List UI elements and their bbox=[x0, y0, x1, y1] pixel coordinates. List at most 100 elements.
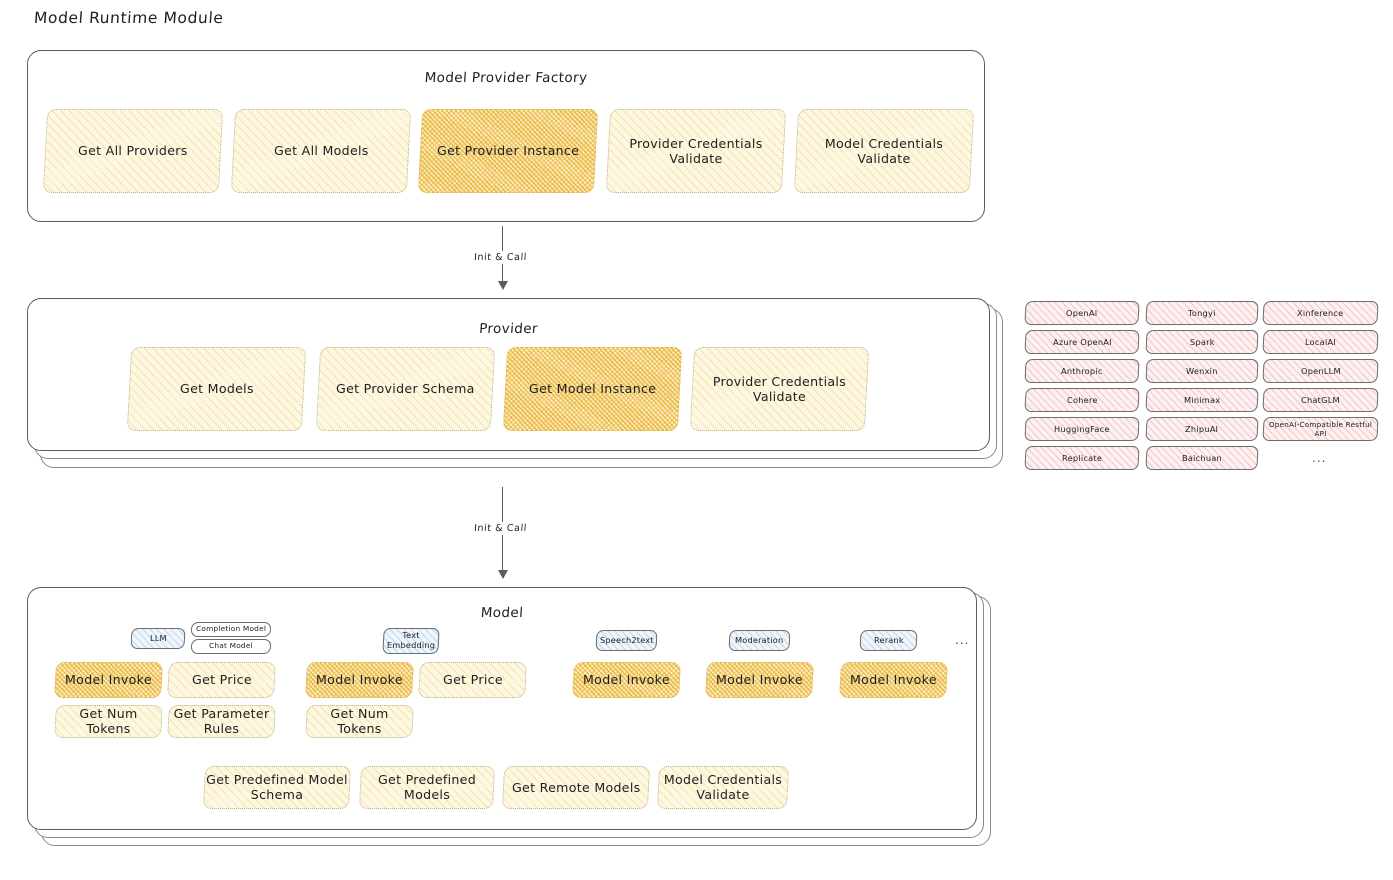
provider-chip-cohere[interactable]: Cohere bbox=[1024, 388, 1140, 412]
provider-chip-label: ZhipuAI bbox=[1185, 424, 1219, 434]
llm-node-label: Get Num Tokens bbox=[79, 706, 138, 737]
provider-chip-label: Anthropic bbox=[1061, 366, 1103, 376]
model-type-badge-moderation[interactable]: Moderation bbox=[728, 630, 791, 651]
factory-node-label: Get All Providers bbox=[78, 143, 188, 159]
model-subtype-label: Completion Model bbox=[195, 624, 267, 634]
factory-node-provider-credentials-validate[interactable]: Provider Credentials Validate bbox=[605, 109, 787, 193]
provider-chip-label: Baichuan bbox=[1182, 453, 1222, 463]
rerank-node-model-invoke[interactable]: Model Invoke bbox=[839, 662, 948, 698]
factory-node-model-credentials-validate[interactable]: Model Credentials Validate bbox=[793, 109, 975, 193]
provider-chip-zhipuai[interactable]: ZhipuAI bbox=[1145, 417, 1259, 441]
provider-chip-label: Xinference bbox=[1297, 308, 1344, 318]
provider-chip-label: OpenAI-Compatible Restful API bbox=[1268, 420, 1373, 438]
connector-bottom-arrowhead bbox=[498, 570, 508, 579]
provider-node-provider-credentials-validate[interactable]: Provider Credentials Validate bbox=[689, 347, 870, 431]
provider-chip-xinference[interactable]: Xinference bbox=[1262, 301, 1379, 325]
moderation-node-label: Model Invoke bbox=[716, 672, 803, 688]
model-common-node-label: Get Predefined Model Schema bbox=[206, 772, 348, 803]
model-subtype-label: Chat Model bbox=[209, 641, 253, 651]
provider-chip-huggingface[interactable]: HuggingFace bbox=[1024, 417, 1140, 441]
model-common-node-get-predefined-models[interactable]: Get Predefined Models bbox=[358, 766, 496, 809]
llm-node-model-invoke[interactable]: Model Invoke bbox=[54, 662, 163, 698]
llm-node-get-price[interactable]: Get Price bbox=[167, 662, 276, 698]
provider-chip-tongyi[interactable]: Tongyi bbox=[1145, 301, 1259, 325]
rerank-node-label: Model Invoke bbox=[850, 672, 937, 688]
provider-chip-openai-compatible-restful-api[interactable]: OpenAI-Compatible Restful API bbox=[1262, 417, 1379, 441]
model-title: Model bbox=[480, 605, 524, 621]
provider-chip-spark[interactable]: Spark bbox=[1145, 330, 1259, 354]
model-subtype-badge-completion-model[interactable]: Completion Model bbox=[190, 622, 272, 637]
provider-container: Provider Get Models Get Provider Schema … bbox=[27, 298, 990, 451]
connector-bottom-label: Init & Call bbox=[469, 522, 532, 535]
provider-chip-label: LocalAI bbox=[1305, 337, 1336, 347]
provider-chip-baichuan[interactable]: Baichuan bbox=[1145, 446, 1259, 470]
model-type-badge-rerank[interactable]: Rerank bbox=[859, 630, 918, 651]
model-subtype-badge-chat-model[interactable]: Chat Model bbox=[190, 639, 272, 654]
provider-chip-wenxin[interactable]: Wenxin bbox=[1145, 359, 1259, 383]
model-provider-factory-title: Model Provider Factory bbox=[424, 70, 588, 86]
page-title: Model Runtime Module bbox=[33, 9, 225, 27]
model-type-label: Text Embedding bbox=[386, 630, 436, 650]
provider-chip-azure-openai[interactable]: Azure OpenAI bbox=[1024, 330, 1140, 354]
llm-node-get-num-tokens[interactable]: Get Num Tokens bbox=[54, 705, 163, 738]
provider-chip-label: Wenxin bbox=[1186, 366, 1218, 376]
provider-chip-openai[interactable]: OpenAI bbox=[1024, 301, 1140, 325]
speech2text-node-model-invoke[interactable]: Model Invoke bbox=[572, 662, 681, 698]
text-embedding-node-label: Get Price bbox=[442, 672, 503, 688]
provider-node-get-model-instance[interactable]: Get Model Instance bbox=[502, 347, 683, 431]
provider-chip-label: ChatGLM bbox=[1301, 395, 1340, 405]
model-type-label: LLM bbox=[149, 632, 167, 643]
model-common-node-get-remote-models[interactable]: Get Remote Models bbox=[501, 766, 651, 809]
factory-node-label: Get Provider Instance bbox=[436, 143, 580, 159]
provider-node-get-models[interactable]: Get Models bbox=[126, 347, 307, 431]
factory-node-get-all-models[interactable]: Get All Models bbox=[230, 109, 412, 193]
provider-list-more: ... bbox=[1312, 451, 1327, 465]
factory-node-label: Model Credentials Validate bbox=[824, 135, 944, 166]
moderation-node-model-invoke[interactable]: Model Invoke bbox=[705, 662, 814, 698]
speech2text-node-label: Model Invoke bbox=[583, 672, 670, 688]
model-common-node-model-credentials-validate[interactable]: Model Credentials Validate bbox=[656, 766, 790, 809]
model-type-label: Moderation bbox=[735, 634, 784, 645]
provider-chip-minimax[interactable]: Minimax bbox=[1145, 388, 1259, 412]
provider-chip-localai[interactable]: LocalAI bbox=[1262, 330, 1379, 354]
provider-node-label: Provider Credentials Validate bbox=[712, 373, 847, 404]
provider-chip-chatglm[interactable]: ChatGLM bbox=[1262, 388, 1379, 412]
provider-chip-label: Minimax bbox=[1183, 395, 1221, 405]
provider-chip-label: Azure OpenAI bbox=[1052, 337, 1112, 347]
provider-chip-label: Tongyi bbox=[1188, 308, 1216, 318]
factory-node-label: Provider Credentials Validate bbox=[629, 135, 763, 166]
provider-node-get-provider-schema[interactable]: Get Provider Schema bbox=[315, 347, 496, 431]
text-embedding-node-model-invoke[interactable]: Model Invoke bbox=[305, 662, 414, 698]
model-type-badge-speech2text[interactable]: Speech2text bbox=[595, 630, 658, 651]
llm-node-label: Model Invoke bbox=[65, 672, 152, 688]
connector-top-label: Init & Call bbox=[469, 251, 532, 264]
provider-chip-openllm[interactable]: OpenLLM bbox=[1262, 359, 1379, 383]
text-embedding-node-label: Model Invoke bbox=[316, 672, 403, 688]
llm-node-get-parameter-rules[interactable]: Get Parameter Rules bbox=[167, 705, 276, 738]
provider-chip-label: Spark bbox=[1189, 337, 1215, 347]
model-common-node-get-predefined-model-schema[interactable]: Get Predefined Model Schema bbox=[202, 766, 352, 809]
text-embedding-node-get-num-tokens[interactable]: Get Num Tokens bbox=[305, 705, 414, 738]
model-common-node-label: Get Predefined Models bbox=[377, 772, 477, 803]
factory-node-get-all-providers[interactable]: Get All Providers bbox=[42, 109, 224, 193]
provider-chip-label: OpenLLM bbox=[1300, 366, 1341, 376]
provider-chip-label: Replicate bbox=[1061, 453, 1103, 463]
model-type-badge-llm[interactable]: LLM bbox=[130, 628, 186, 649]
text-embedding-node-label: Get Num Tokens bbox=[330, 706, 389, 737]
llm-node-label: Get Price bbox=[191, 672, 252, 688]
factory-node-label: Get All Models bbox=[273, 143, 369, 159]
provider-chip-replicate[interactable]: Replicate bbox=[1024, 446, 1140, 470]
provider-node-label: Get Provider Schema bbox=[336, 381, 475, 397]
model-type-badge-text-embedding[interactable]: Text Embedding bbox=[382, 628, 440, 654]
provider-chip-anthropic[interactable]: Anthropic bbox=[1024, 359, 1140, 383]
factory-node-get-provider-instance[interactable]: Get Provider Instance bbox=[417, 109, 599, 193]
text-embedding-node-get-price[interactable]: Get Price bbox=[418, 662, 527, 698]
provider-chip-label: OpenAI bbox=[1066, 308, 1098, 318]
model-common-node-label: Model Credentials Validate bbox=[663, 772, 783, 803]
model-common-node-label: Get Remote Models bbox=[511, 779, 641, 795]
provider-title: Provider bbox=[478, 321, 539, 337]
provider-node-label: Get Models bbox=[179, 381, 254, 397]
model-provider-factory-container: Model Provider Factory Get All Providers… bbox=[27, 50, 985, 222]
model-type-label: Rerank bbox=[873, 634, 904, 645]
